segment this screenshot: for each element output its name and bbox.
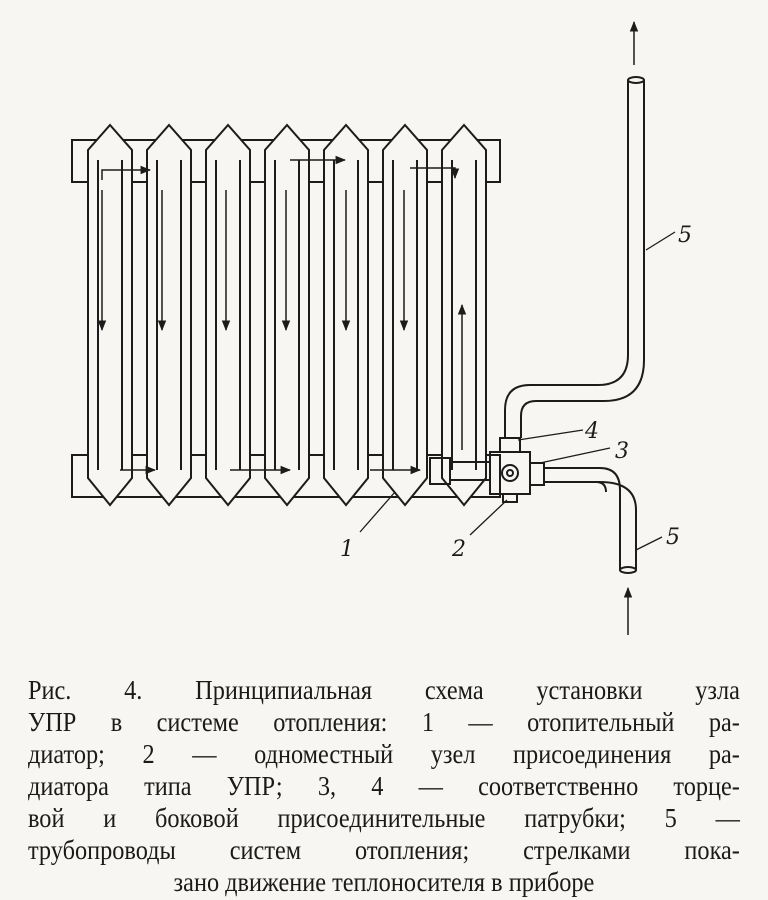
radiator-section-channel: [392, 160, 418, 470]
caption-line: диатора типа УПР; 3, 4 — соответственно …: [28, 771, 740, 801]
radiator-section-channel: [274, 160, 300, 470]
radiator-section: [264, 123, 310, 507]
radiator-section: [441, 123, 487, 507]
label-1: 1: [340, 537, 354, 562]
pipes: [504, 76, 645, 574]
label-3: 3: [615, 439, 629, 464]
radiator-diagram: 5 4 3 2 1 5: [71, 20, 692, 635]
radiator-section-channel: [215, 160, 241, 470]
label-4: 4: [584, 419, 599, 444]
caption-line: вой и боковой присоединительные патрубки…: [28, 803, 740, 833]
radiator-section: [382, 123, 428, 507]
label-5-bottom: 5: [666, 525, 680, 550]
radiator-sections: [87, 123, 487, 507]
caption-line: Рис. 4. Принципиальная схема установки у…: [28, 675, 740, 705]
label-2: 2: [451, 537, 466, 562]
radiator-section-channel: [97, 160, 123, 470]
caption-line: зано движение теплоносителя в приборе: [173, 867, 595, 897]
connection-node: [429, 437, 545, 503]
radiator-section: [87, 123, 133, 507]
caption-line: УПР в системе отопления: 1 — отопительны…: [28, 707, 740, 737]
caption-line: диатор; 2 — одноместный узел присоединен…: [28, 739, 740, 769]
flow-arrows: [97, 155, 467, 475]
figure-caption: Рис. 4. Принципиальная схема установки у…: [28, 674, 740, 898]
caption-line: трубопроводы систем отопления; стрелками…: [28, 835, 740, 865]
leader-lines: [359, 231, 676, 551]
radiator-section-channel: [451, 160, 477, 470]
label-5-top: 5: [678, 223, 692, 248]
radiator-section: [205, 123, 251, 507]
radiator-section-channel: [333, 160, 359, 470]
radiator-section: [146, 123, 192, 507]
radiator-section-channel: [156, 160, 182, 470]
flow-direction-arrows: [623, 20, 639, 635]
